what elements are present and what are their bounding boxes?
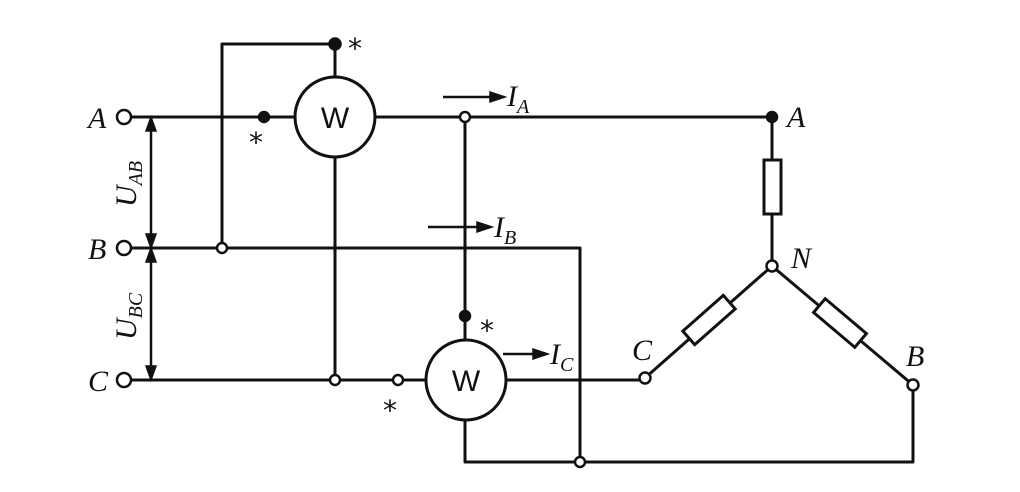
ubc-label-sub: BC [125,292,147,318]
load-resistors [680,158,869,350]
current-arrows [428,90,551,361]
load-b-label: B [906,340,924,373]
junction-load-b [906,378,920,392]
junction-w1-top [328,37,342,51]
ubc-arrow-head-bottom [144,365,158,383]
ic-label-sub: C [560,354,574,376]
line-b [128,246,582,464]
terminal-c-label: C [88,365,109,398]
ib-label-main: I [493,211,506,244]
star-w2-current: * [383,394,397,427]
resistor-a [762,158,783,216]
junction-c-w1 [328,373,342,387]
junction-load-a [765,110,779,124]
resistor-b [811,296,869,350]
ic-label: IC [549,338,574,376]
ib-arrow-head [476,220,495,234]
star-w2-voltage: * [480,314,494,347]
wattmeter-1-label: W [321,102,350,135]
star-w1-voltage: * [348,32,362,65]
w1-voltage-lead [220,42,337,250]
junction-b-voltage [215,241,229,255]
uab-label-sub: AB [125,161,147,187]
junction-w1-current-star [257,110,271,124]
w2-lower-lead [463,383,915,464]
terminal-b-label: B [88,233,106,266]
ia-label: IA [506,80,530,118]
wattmeter-1: W [293,75,377,159]
junction-bottom-b [573,455,587,469]
wires [128,42,915,464]
uab-arrow-head-bottom [144,233,158,251]
uab-arrow-head-top [144,114,158,132]
ia-arrow-head [489,90,508,104]
load-a-label: A [785,101,806,134]
wattmeter-2-circle [424,338,508,422]
ia-label-sub: A [515,96,530,118]
ib-label-sub: B [504,227,516,249]
voltage-arrows [144,114,158,383]
star-w1-current: * [249,126,263,159]
wattmeter-2: W [424,338,508,422]
ic-arrow-head [532,347,551,361]
junction-w2-current-star [391,373,405,387]
junction-neutral [765,259,779,273]
load-c-label: C [632,334,653,367]
junctions [215,37,920,469]
terminal-a-circle [115,108,133,126]
ubc-label: UBC [110,292,147,340]
load-n-label: N [790,242,813,275]
junction-a-vertical [458,110,472,124]
ib-label: IB [493,211,516,249]
labels: A B C UAB UBC IA IB IC * * * * A N C B [86,32,924,427]
wattmeter-2-label: W [452,365,481,398]
resistor-c [680,293,738,347]
ia-label-main: I [506,80,519,113]
terminal-a-label: A [86,102,107,135]
input-terminals [115,108,133,389]
ubc-label-main: U [110,316,143,340]
uab-label-main: U [110,183,143,207]
terminal-c-circle [115,371,133,389]
uab-label: UAB [110,161,147,207]
wattmeter-1-circle [293,75,377,159]
ic-label-main: I [549,338,562,371]
terminal-b-circle [115,239,133,257]
junction-w2-voltage-star [458,309,472,323]
ubc-arrow-head-top [144,245,158,263]
junction-load-c [638,371,652,385]
